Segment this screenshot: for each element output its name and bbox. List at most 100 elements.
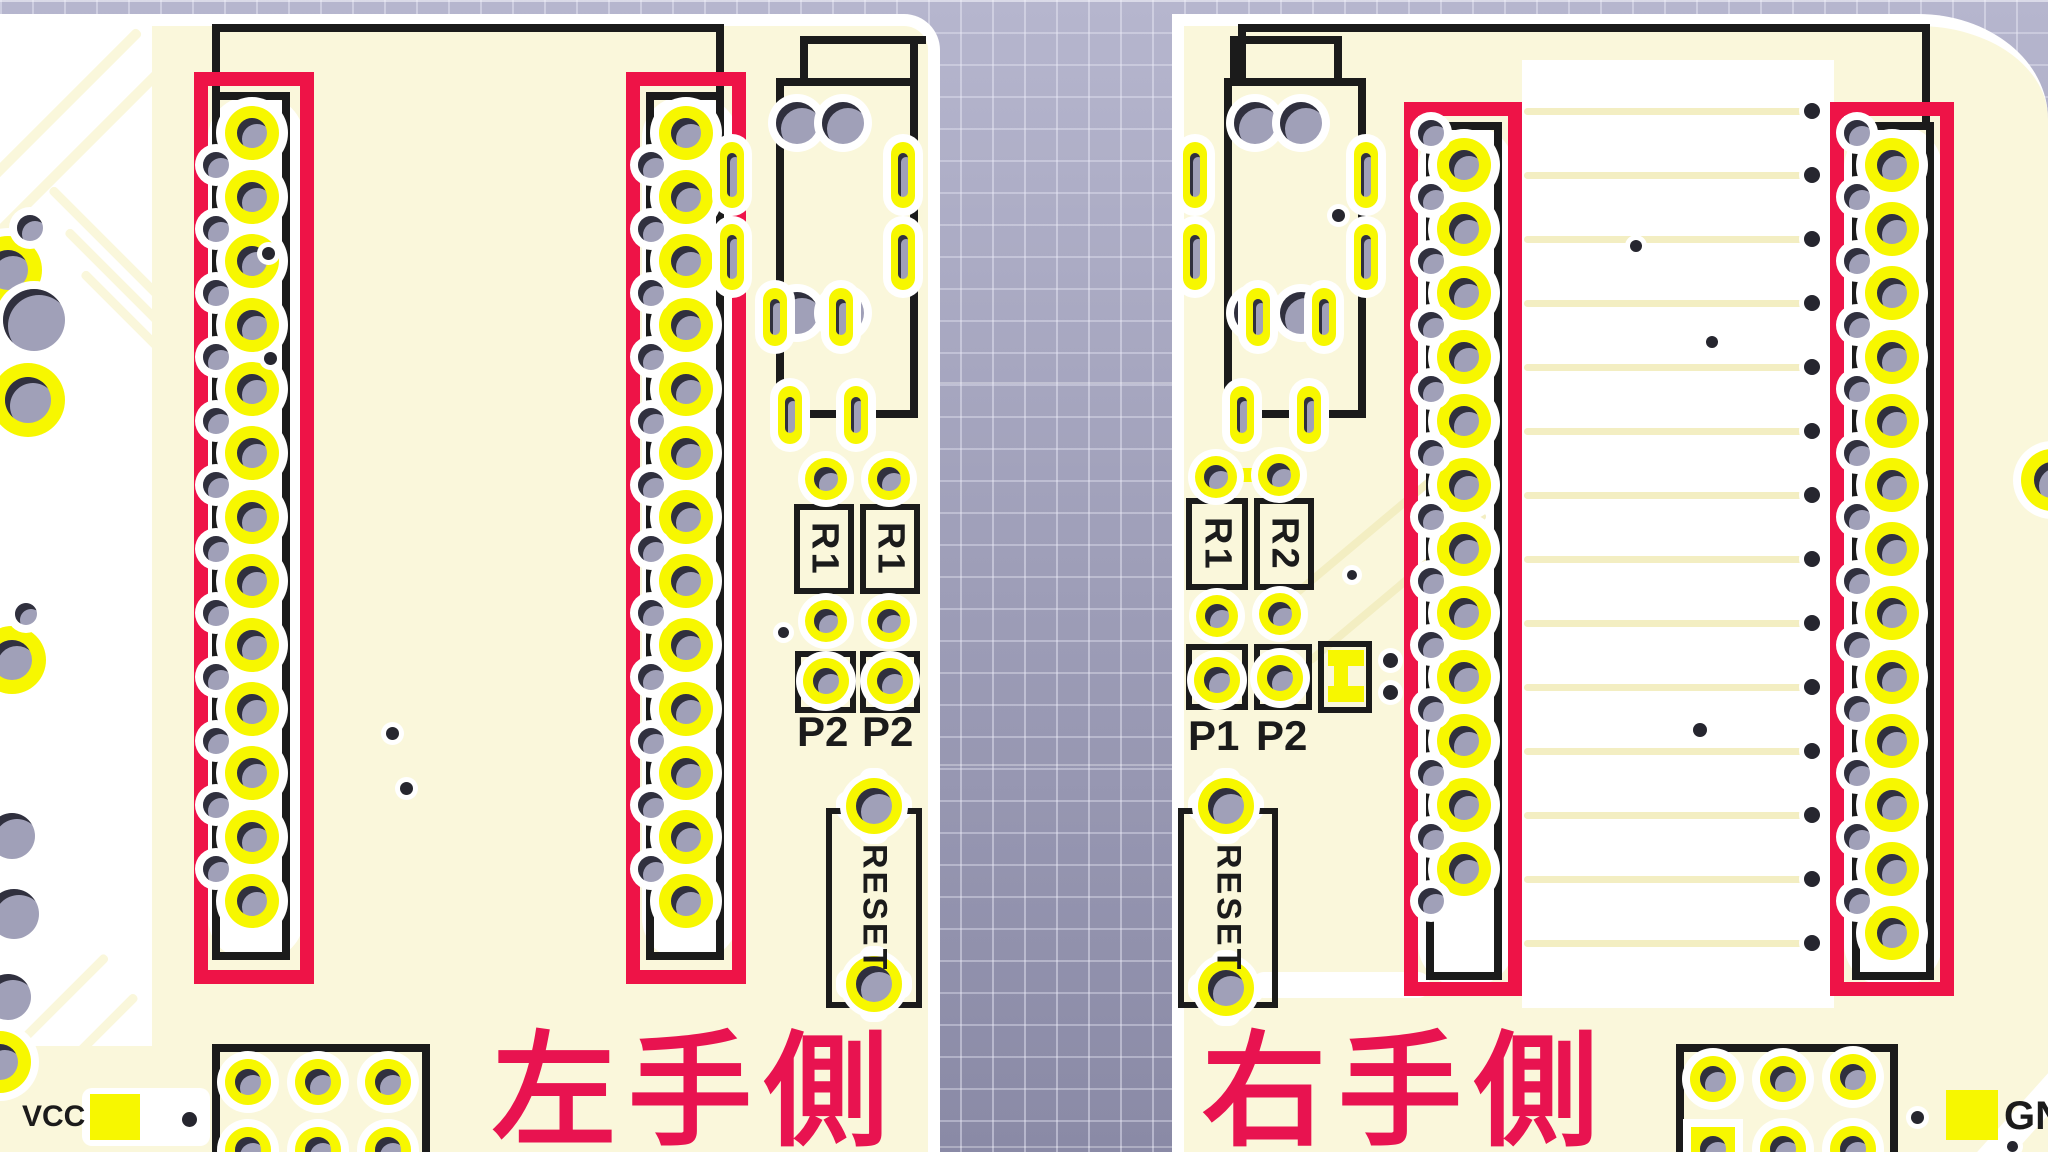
through-hole-pad	[846, 778, 902, 834]
drill-hole	[671, 438, 701, 468]
drill-hole	[1280, 102, 1322, 144]
drill-hole	[1844, 696, 1870, 722]
through-hole-pad	[1196, 595, 1238, 637]
through-hole-pad	[1865, 202, 1919, 256]
drill-hole	[638, 600, 664, 626]
slot-pad	[1183, 142, 1207, 208]
through-hole-pad	[225, 1059, 271, 1105]
via-dot	[1804, 615, 1820, 631]
drill-hole	[1840, 1064, 1866, 1090]
drill-hole	[1267, 463, 1291, 487]
drill-hole	[1449, 470, 1479, 500]
via-dot	[1331, 208, 1345, 222]
resistor-label: R1	[869, 521, 912, 577]
drill-hole	[2034, 462, 2048, 498]
drill-hole	[1208, 788, 1244, 824]
trace	[1524, 492, 1816, 499]
drill-hole	[671, 694, 701, 724]
drill-hole	[1877, 662, 1907, 692]
drill-hole	[877, 467, 901, 491]
drill-hole	[638, 856, 664, 882]
drill-hole	[203, 600, 229, 626]
resistor-outline	[860, 504, 920, 594]
footprint-outline	[1238, 24, 1930, 32]
pin-socket-outline	[646, 92, 724, 960]
drill-hole	[1877, 278, 1907, 308]
through-hole-pad	[805, 458, 847, 500]
via-dot	[1693, 723, 1707, 737]
through-hole-pad	[659, 810, 713, 864]
drill-hole	[814, 467, 838, 491]
drill-hole	[1418, 184, 1444, 210]
slot-hole	[727, 153, 737, 197]
drill-hole	[5, 377, 51, 423]
via-dot	[261, 246, 275, 260]
drill-hole	[203, 728, 229, 754]
via-dot	[399, 781, 413, 795]
drill-hole	[671, 886, 701, 916]
drill-hole	[671, 118, 701, 148]
drill-hole	[203, 216, 229, 242]
slot-pad	[778, 386, 802, 444]
drill-hole	[1877, 342, 1907, 372]
slot-pad	[844, 386, 868, 444]
drill-hole	[1877, 598, 1907, 628]
drill-hole	[237, 182, 267, 212]
through-hole-pad	[1830, 1054, 1876, 1100]
through-hole-pad	[1194, 657, 1240, 703]
through-hole-pad	[1865, 330, 1919, 384]
through-hole-pad	[225, 234, 279, 288]
via-dot	[1804, 103, 1820, 119]
through-hole-pad	[1865, 778, 1919, 832]
drill-hole	[671, 182, 701, 212]
drill-hole	[235, 1069, 261, 1095]
drill-hole	[1844, 248, 1870, 274]
through-hole-pad	[846, 956, 902, 1012]
slot-pad	[891, 142, 915, 208]
drill-hole	[1844, 824, 1870, 850]
slot-hole	[770, 299, 780, 335]
drill-hole	[203, 536, 229, 562]
through-hole-pad	[1437, 266, 1491, 320]
through-hole-pad	[225, 682, 279, 736]
drill-hole	[203, 792, 229, 818]
through-hole-pad	[1865, 586, 1919, 640]
highlight-rectangle-left-1	[194, 72, 314, 984]
through-hole-pad	[225, 106, 279, 160]
trace	[1524, 428, 1816, 435]
drill-hole	[1204, 667, 1230, 693]
drill-hole	[671, 630, 701, 660]
through-hole-pad	[365, 1059, 411, 1105]
through-hole-pad	[1865, 906, 1919, 960]
drill-hole	[1877, 854, 1907, 884]
via-dot	[1804, 743, 1820, 759]
connector-outline	[800, 36, 808, 86]
through-hole-pad	[225, 874, 279, 928]
via-dot	[1804, 871, 1820, 887]
resistor-outline	[1254, 498, 1314, 590]
resistor-label: R1	[803, 521, 846, 577]
drill-hole	[1700, 1066, 1726, 1092]
through-hole-pad	[1437, 842, 1491, 896]
drill-hole	[1877, 790, 1907, 820]
drill-hole	[1770, 1066, 1796, 1092]
through-hole-pad	[0, 363, 65, 437]
drill-hole	[1877, 918, 1907, 948]
slot-hole	[1253, 299, 1263, 335]
drill-hole	[305, 1069, 331, 1095]
drill-hole	[1840, 1136, 1866, 1152]
slot-pad	[1354, 142, 1378, 208]
trace	[1524, 556, 1816, 563]
drill-hole	[203, 152, 229, 178]
through-hole-pad	[659, 682, 713, 736]
slot-hole	[898, 153, 908, 197]
resistor-label: R1	[1196, 516, 1239, 572]
drill-hole	[1844, 184, 1870, 210]
trace	[1524, 172, 1816, 179]
gnd-net-label: GN	[2004, 1094, 2048, 1138]
via-dot	[1804, 359, 1820, 375]
via-dot	[263, 351, 277, 365]
drill-hole	[1844, 888, 1870, 914]
jumper-pad-label: P2	[1256, 712, 1308, 759]
